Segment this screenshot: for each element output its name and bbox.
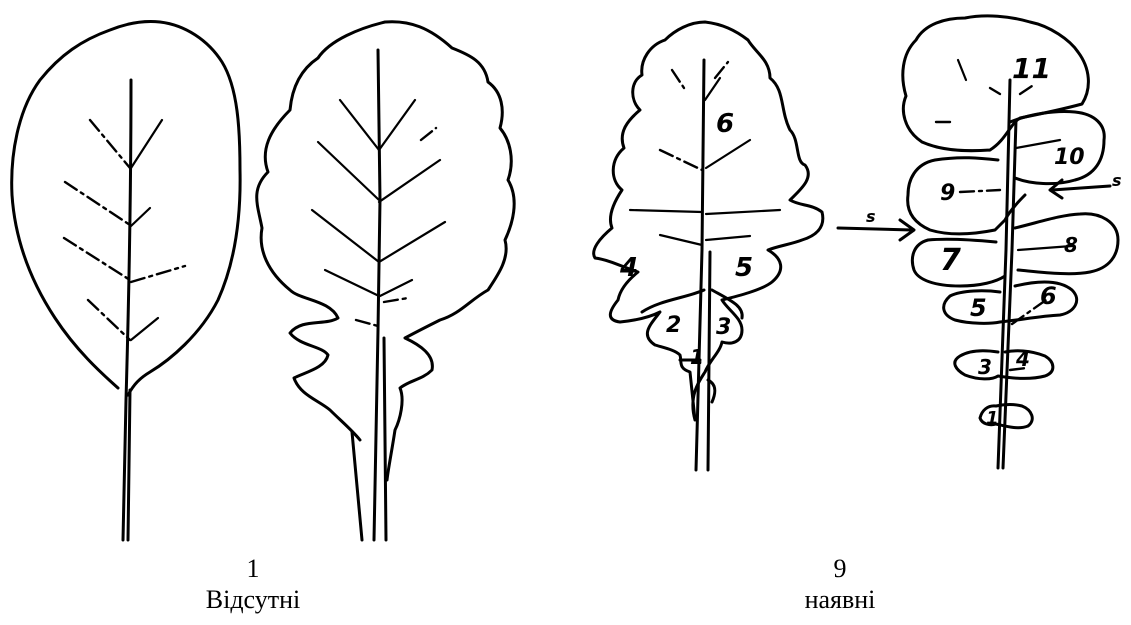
leaf-1-stalk xyxy=(128,390,130,540)
lobe-label: 11 xyxy=(1012,52,1051,85)
caption-score: 1 xyxy=(133,553,373,584)
lobe-label: 6 xyxy=(716,109,734,139)
leaf-1-entire xyxy=(12,21,240,540)
lobe-label: 7 xyxy=(940,243,961,278)
leaf-3-midrib xyxy=(696,60,704,470)
lobe-label: 9 xyxy=(940,181,955,206)
leaf-4-segmented: 11 10 9 8 7 5 6 3 4 1 s s xyxy=(838,16,1122,468)
leaf-1-outline xyxy=(12,21,240,395)
lobe-label: 3 xyxy=(716,315,731,340)
leaf-3-stalk xyxy=(708,252,710,470)
lobe-label: 2 xyxy=(666,313,681,338)
caption-present: 9 наявні xyxy=(720,553,960,615)
arrow-label: s xyxy=(1112,171,1122,190)
leaf-2-wavy xyxy=(257,22,514,540)
leaf-3-lobed: 6 4 5 2 3 1 xyxy=(594,22,823,470)
lobe-label: 5 xyxy=(735,253,753,283)
lobe-label: 4 xyxy=(619,253,638,283)
lobe-label: 10 xyxy=(1054,145,1085,170)
lobe-label: 6 xyxy=(1040,282,1057,310)
caption-label: Відсутні xyxy=(133,584,373,615)
arrow-s-left: s xyxy=(838,207,914,240)
caption-score: 9 xyxy=(720,553,960,584)
lobe-label: 3 xyxy=(978,355,992,379)
arrow-label: s xyxy=(866,207,876,226)
caption-label: наявні xyxy=(720,584,960,615)
lobe-label: 8 xyxy=(1064,233,1078,257)
lobe-label: 1 xyxy=(986,408,999,429)
lobe-label: 4 xyxy=(1015,347,1030,371)
leaf-4-terminal-lobe xyxy=(903,16,1089,151)
leaf-2-stalk xyxy=(384,338,386,540)
leaf-1-veins xyxy=(64,120,185,340)
caption-absent: 1 Відсутні xyxy=(133,553,373,615)
leaf-3-lobe-labels: 6 4 5 2 3 1 xyxy=(619,109,753,369)
lobe-label: 5 xyxy=(970,294,987,322)
lobe-label: 1 xyxy=(690,345,704,369)
